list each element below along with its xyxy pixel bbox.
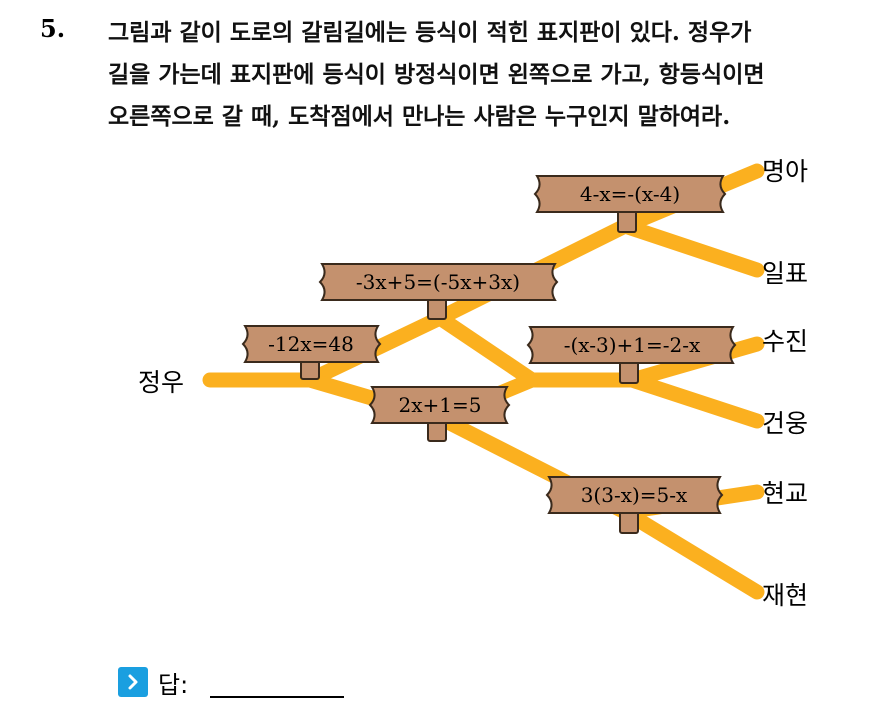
question-line-3: 오른쪽으로 갈 때, 도착점에서 만나는 사람은 누구인지 말하여라. (108, 103, 731, 130)
endpoint-jaehyeon: 재현 (762, 581, 808, 610)
endpoint-myeonga: 명아 (762, 157, 808, 186)
sign-4: 2x+1=5 (368, 386, 511, 442)
start-label: 정우 (138, 368, 184, 397)
sign-label: 3(3-x)=5-x (581, 483, 688, 507)
question-number: 5. (40, 14, 66, 43)
sign-label: 2x+1=5 (399, 393, 482, 417)
road-c (432, 310, 540, 388)
sign-3: 4-x=-(x-4) (533, 175, 727, 233)
endpoint-sujin: 수진 (762, 327, 808, 356)
sign-label: 4-x=-(x-4) (580, 182, 680, 206)
road-to-jaehyeon (617, 504, 765, 600)
endpoint-geonung: 건웅 (762, 409, 808, 438)
answer-blank[interactable] (210, 666, 345, 698)
sign-2: -3x+5=(-5x+3x) (318, 263, 559, 320)
roads (202, 163, 765, 600)
sign-label: -(x-3)+1=-2-x (564, 333, 701, 357)
answer-label: 답: (158, 670, 189, 699)
sign-board (526, 326, 737, 364)
sign-label: -12x=48 (268, 332, 354, 356)
sign-label: -3x+5=(-5x+3x) (356, 270, 520, 294)
road-to-geonung (624, 372, 765, 429)
road-to-ilpyo (617, 218, 765, 278)
sign-board (368, 386, 511, 424)
sign-5: -(x-3)+1=-2-x (526, 326, 737, 384)
sign-1: -12x=48 (241, 325, 382, 380)
sign-board (318, 263, 559, 301)
endpoint-ilpyo: 일표 (762, 259, 808, 288)
endpoint-hyeongyo: 현교 (762, 479, 808, 508)
question-text: 그림과 같이 도로의 갈림길에는 등식이 적힌 표지판이 있다. 정우가 길을 … (108, 12, 868, 138)
answer-row: 답: (118, 662, 345, 702)
question-line-1: 그림과 같이 도로의 갈림길에는 등식이 적힌 표지판이 있다. 정우가 (108, 19, 752, 46)
sign-board (533, 175, 727, 213)
sign-board (545, 476, 724, 514)
sign-board (241, 325, 382, 363)
chevron-right-icon (118, 667, 148, 697)
sign-6: 3(3-x)=5-x (545, 476, 724, 534)
question-line-2: 길을 가는데 표지판에 등식이 방정식이면 왼쪽으로 가고, 항등식이면 (108, 61, 765, 88)
